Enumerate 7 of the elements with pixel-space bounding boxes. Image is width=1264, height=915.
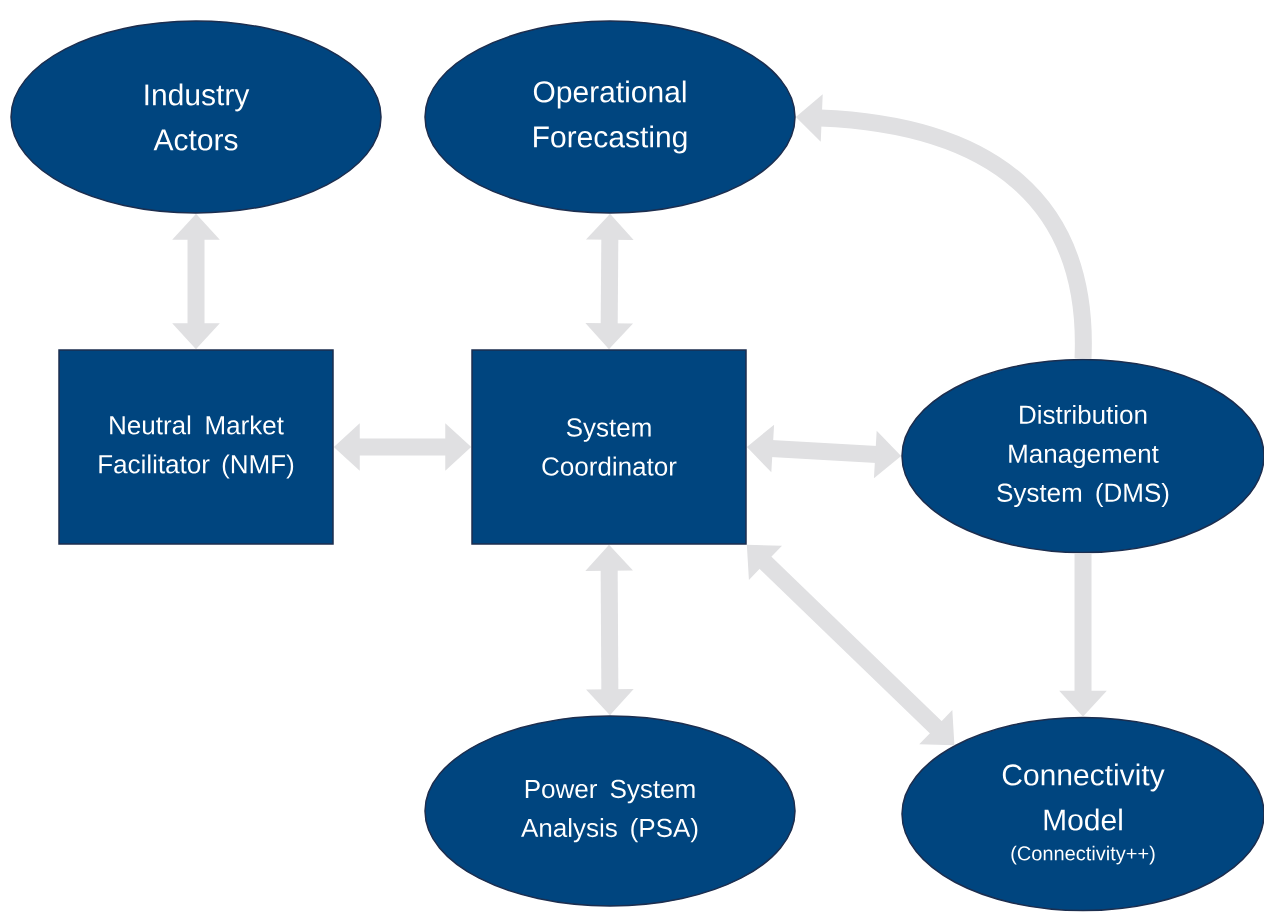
- process-box: Neutral Market Facilitator (NMF): [58, 349, 334, 545]
- ellipse-node: Connectivity Model (Connectivity++): [901, 716, 1264, 912]
- ellipse-node: Distribution Management System (DMS): [901, 358, 1264, 554]
- ellipse-node: Operational Forecasting: [424, 20, 796, 214]
- ellipse-node: Industry Actors: [10, 20, 382, 214]
- process-box: System Coordinator: [471, 349, 747, 545]
- ellipse-node: Power System Analysis (PSA): [424, 715, 796, 907]
